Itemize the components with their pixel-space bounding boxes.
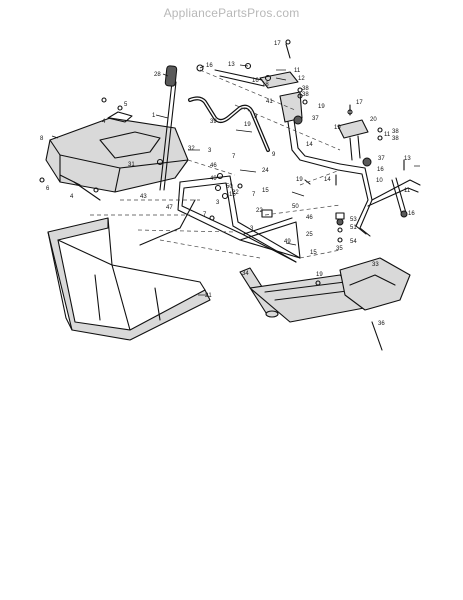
bracket-41[interactable] — [279, 91, 341, 171]
callout-20: 20 — [370, 117, 377, 123]
grass-bag[interactable] — [47, 217, 211, 341]
callout-16d: 16 — [408, 211, 415, 217]
callout-49b: 49 — [284, 239, 291, 245]
callout-19a: 19 — [318, 104, 325, 110]
callout-38a: 38 — [302, 86, 309, 92]
callout-43: 43 — [140, 194, 147, 200]
callout-19e: 19 — [316, 272, 323, 278]
lower-frame[interactable] — [177, 175, 301, 263]
callout-15a: 15 — [229, 192, 236, 198]
callout-54: 54 — [350, 239, 357, 245]
callout-7a: 7 — [232, 154, 236, 160]
callout-39: 39 — [210, 119, 217, 125]
callout-37b: 37 — [378, 156, 385, 162]
callout-19c: 19 — [334, 125, 341, 131]
callout-7c: 7 — [203, 212, 207, 218]
callout-14a: 14 — [306, 142, 313, 148]
callout-25: 25 — [306, 232, 313, 238]
callout-37a: 37 — [312, 116, 319, 122]
assembly-lines — [90, 69, 341, 259]
leader-lines — [51, 64, 420, 296]
callout-32: 32 — [188, 146, 195, 152]
callout-35: 35 — [336, 246, 343, 252]
rod-11[interactable] — [391, 179, 403, 216]
rod-11b[interactable] — [395, 177, 407, 214]
callout-3c: 3 — [250, 226, 254, 232]
callout-17b: 17 — [356, 100, 363, 106]
callout-17a: 17 — [274, 41, 281, 47]
callout-13a: 13 — [228, 62, 235, 68]
hardware — [39, 39, 408, 286]
callout-18: 18 — [262, 82, 269, 88]
callout-12: 12 — [298, 76, 305, 82]
callout-22a: 22 — [232, 190, 239, 196]
callout-5: 5 — [124, 102, 128, 108]
callout-46a: 46 — [210, 163, 217, 169]
bracket-12[interactable] — [214, 69, 299, 89]
callout-33: 33 — [372, 262, 379, 268]
callout-11c: 11 — [404, 188, 411, 194]
chute-assembly[interactable] — [239, 257, 411, 351]
callout-46b: 46 — [306, 215, 313, 221]
bagger-lid[interactable] — [45, 111, 189, 193]
callout-7b: 7 — [252, 192, 256, 198]
callout-6: 6 — [46, 186, 50, 192]
callout-3a: 3 — [208, 148, 212, 154]
callout-49a: 49 — [210, 176, 217, 182]
callout-4b: 4 — [70, 194, 74, 200]
callout-31: 31 — [128, 162, 135, 168]
callout-10: 10 — [376, 178, 383, 184]
callout-11a: 11 — [294, 68, 301, 74]
tube-39[interactable] — [188, 96, 270, 152]
callout-36: 36 — [378, 321, 385, 327]
callout-51: 51 — [350, 225, 357, 231]
callout-9a: 9 — [254, 114, 258, 120]
callout-34: 34 — [242, 271, 249, 277]
callout-38d: 38 — [392, 136, 399, 142]
callout-38c: 38 — [392, 129, 399, 135]
callout-16b: 16 — [252, 78, 259, 84]
callout-8: 8 — [40, 136, 44, 142]
callout-11b: 11 — [384, 132, 391, 138]
callout-19b: 19 — [244, 122, 251, 128]
callout-53: 53 — [350, 217, 357, 223]
callout-15b: 15 — [262, 188, 269, 194]
callout-14b: 14 — [324, 177, 331, 183]
callout-24: 24 — [262, 168, 269, 174]
callout-47: 47 — [166, 205, 173, 211]
callout-16c: 16 — [377, 167, 384, 173]
bracket-20[interactable] — [337, 119, 369, 161]
callout-3b: 3 — [216, 200, 220, 206]
callout-9b: 9 — [272, 152, 276, 158]
callout-38b: 38 — [302, 92, 309, 98]
callout-15c: 15 — [310, 250, 317, 256]
callout-21: 21 — [205, 293, 212, 299]
watermark: AppliancePartsPros.com — [163, 6, 300, 20]
callout-41: 41 — [266, 99, 273, 105]
bag-frame-rod[interactable] — [139, 199, 196, 246]
callout-16a: 16 — [206, 63, 213, 69]
callout-22b: 22 — [256, 208, 263, 214]
callout-1: 1 — [152, 113, 156, 119]
callout-28: 28 — [154, 72, 161, 78]
callout-19d: 19 — [296, 177, 303, 183]
mount-arm-10[interactable] — [337, 163, 421, 237]
callout-50a: 50 — [226, 184, 233, 190]
callout-13b: 13 — [404, 156, 411, 162]
callout-4a: 4 — [102, 119, 106, 125]
callout-labels: 1 3 3 3 4 4 5 6 7 7 7 8 9 9 10 11 11 11 … — [40, 41, 415, 327]
callout-50b: 50 — [292, 204, 299, 210]
